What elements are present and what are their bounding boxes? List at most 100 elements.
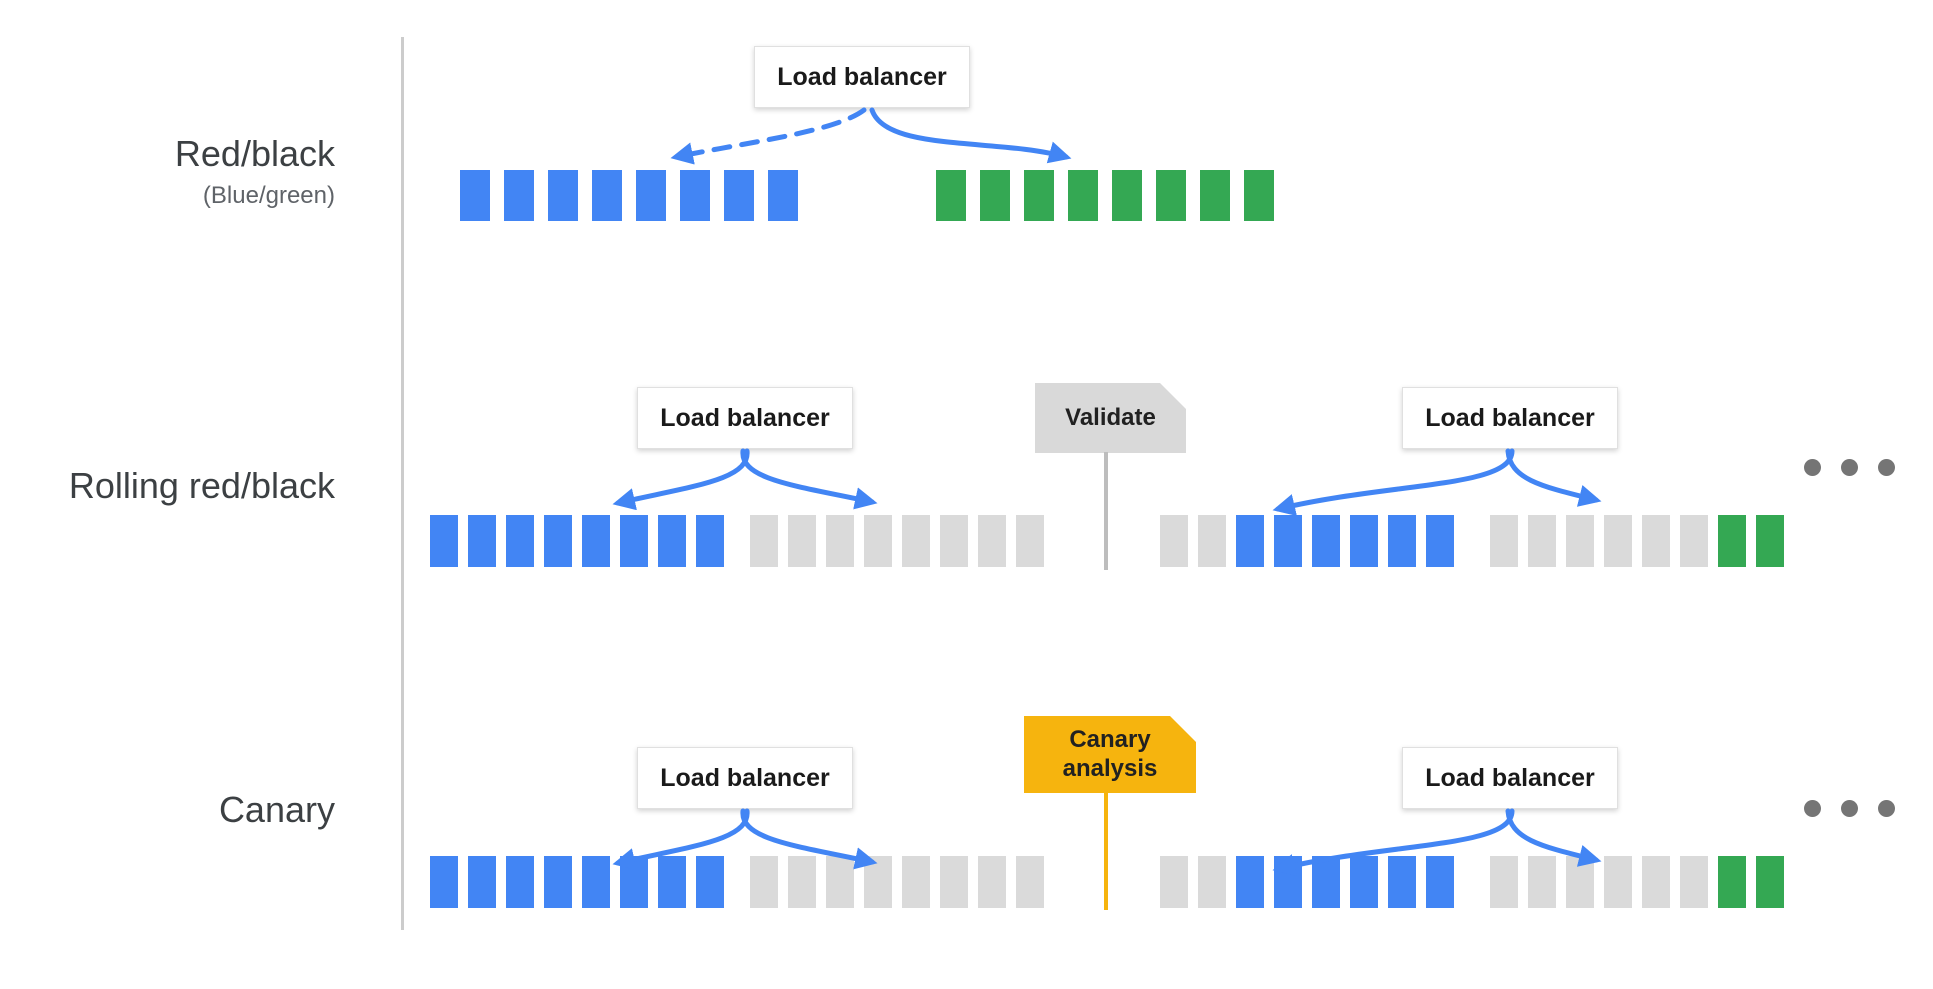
row3-right-gray-servers-b — [1490, 856, 1708, 908]
load-balancer-box-row1: Load balancer — [754, 46, 970, 108]
row2-left-lb-arrow-left — [612, 448, 750, 511]
blue-server-box — [468, 515, 496, 567]
gray-server-box — [1604, 515, 1632, 567]
gray-server-box — [940, 856, 968, 908]
row2-right-gray-servers-b — [1490, 515, 1708, 567]
gray-server-box — [902, 856, 930, 908]
green-server-box — [1718, 856, 1746, 908]
blue-server-box — [1274, 856, 1302, 908]
gray-server-box — [1680, 515, 1708, 567]
blue-server-box — [1236, 515, 1264, 567]
row1-dashed-arrow-to-blue — [670, 107, 867, 165]
gray-server-box — [1528, 856, 1556, 908]
green-server-box — [1112, 170, 1142, 221]
green-server-box — [1068, 170, 1098, 221]
row3-right-blue-servers — [1236, 856, 1454, 908]
load-balancer-box-row2-left: Load balancer — [637, 387, 853, 449]
blue-server-box — [468, 856, 496, 908]
ellipsis-dot-icon — [1841, 800, 1858, 817]
row3-left-blue-servers — [430, 856, 724, 908]
gray-server-box — [1642, 515, 1670, 567]
row2-right-green-servers — [1718, 515, 1784, 567]
row-title: Red/black — [174, 133, 335, 174]
blue-server-box — [1312, 856, 1340, 908]
row3-left-gray-servers — [750, 856, 1044, 908]
gray-server-box — [1198, 856, 1226, 908]
ellipsis-dot-icon — [1878, 459, 1895, 476]
blue-server-box — [548, 170, 578, 221]
gray-server-box — [1490, 515, 1518, 567]
gray-server-box — [1680, 856, 1708, 908]
blue-server-box — [544, 515, 572, 567]
gray-server-box — [788, 515, 816, 567]
gray-server-box — [788, 856, 816, 908]
row-label-rolling-red-black: Rolling red/black — [0, 465, 335, 506]
green-server-box — [1024, 170, 1054, 221]
gray-server-box — [1604, 856, 1632, 908]
row1-solid-arrow-to-green — [869, 107, 1072, 164]
row3-left-lb-arrow-right — [740, 808, 878, 870]
row-subtitle: (Blue/green) — [202, 182, 335, 210]
row1-blue-servers — [460, 170, 798, 221]
blue-server-box — [680, 170, 710, 221]
blue-server-box — [1388, 856, 1416, 908]
row2-right-blue-servers — [1236, 515, 1454, 567]
gray-server-box — [1160, 515, 1188, 567]
validate-tag-line — [1104, 452, 1108, 570]
blue-server-box — [430, 856, 458, 908]
ellipsis-dot-icon — [1804, 800, 1821, 817]
blue-server-box — [696, 515, 724, 567]
gray-server-box — [1566, 856, 1594, 908]
gray-server-box — [902, 515, 930, 567]
ellipsis-dot-icon — [1878, 800, 1895, 817]
gray-server-box — [1016, 515, 1044, 567]
green-server-box — [1200, 170, 1230, 221]
blue-server-box — [1426, 856, 1454, 908]
row-title: Canary — [218, 789, 335, 830]
green-server-box — [1244, 170, 1274, 221]
blue-server-box — [1388, 515, 1416, 567]
row1-green-servers — [936, 170, 1274, 221]
blue-server-box — [724, 170, 754, 221]
green-server-box — [1756, 515, 1784, 567]
load-balancer-box-row3-left: Load balancer — [637, 747, 853, 809]
blue-server-box — [1350, 856, 1378, 908]
row2-right-lb-arrow-left — [1272, 448, 1515, 517]
blue-server-box — [1350, 515, 1378, 567]
blue-server-box — [582, 515, 610, 567]
gray-server-box — [1566, 515, 1594, 567]
row-label-red-black: Red/black (Blue/green) — [0, 133, 335, 210]
row2-left-gray-servers — [750, 515, 1044, 567]
gray-server-box — [750, 515, 778, 567]
vertical-divider — [401, 37, 404, 930]
gray-server-box — [826, 856, 854, 908]
gray-server-box — [1642, 856, 1670, 908]
blue-server-box — [582, 856, 610, 908]
blue-server-box — [506, 515, 534, 567]
row2-ellipsis-icon — [1804, 459, 1895, 476]
row3-right-gray-servers-a — [1160, 856, 1226, 908]
row2-right-lb-arrow-right — [1505, 448, 1602, 507]
row-label-canary: Canary — [0, 789, 335, 830]
load-balancer-box-row2-right: Load balancer — [1402, 387, 1618, 449]
blue-server-box — [620, 856, 648, 908]
ellipsis-dot-icon — [1804, 459, 1821, 476]
row3-right-green-servers — [1718, 856, 1784, 908]
gray-server-box — [1198, 515, 1226, 567]
gray-server-box — [864, 515, 892, 567]
blue-server-box — [1274, 515, 1302, 567]
gray-server-box — [1160, 856, 1188, 908]
ellipsis-dot-icon — [1841, 459, 1858, 476]
row2-left-blue-servers — [430, 515, 724, 567]
gray-server-box — [978, 856, 1006, 908]
blue-server-box — [430, 515, 458, 567]
blue-server-box — [504, 170, 534, 221]
green-server-box — [936, 170, 966, 221]
green-server-box — [1156, 170, 1186, 221]
gray-server-box — [1490, 856, 1518, 908]
blue-server-box — [506, 856, 534, 908]
blue-server-box — [636, 170, 666, 221]
row-title: Rolling red/black — [68, 465, 335, 506]
blue-server-box — [544, 856, 572, 908]
